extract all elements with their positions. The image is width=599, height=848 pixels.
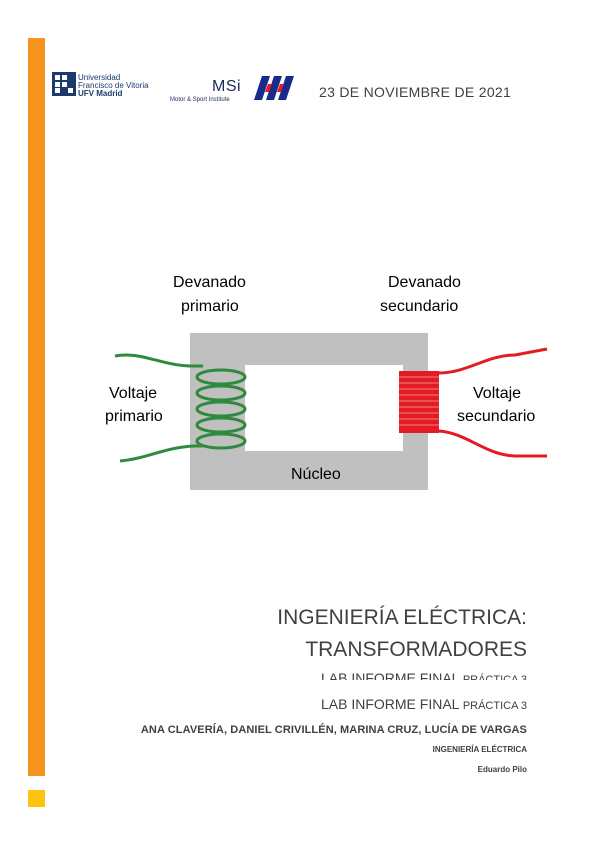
- subtitle-clipped: LAB INFORME FINAL PRÁCTICA 3: [321, 668, 527, 680]
- yellow-accent-square: [28, 790, 45, 807]
- label-voltage-secondary-line1: Voltaje: [473, 385, 521, 402]
- msi-wordmark: MSi: [212, 78, 242, 95]
- label-primary-winding-line2: primario: [181, 298, 239, 315]
- ufv-emblem-icon: [52, 72, 76, 96]
- subtitle: LAB INFORME FINAL PRÁCTICA 3: [321, 694, 527, 716]
- primary-winding: [195, 368, 247, 450]
- secondary-lead-bottom: [438, 429, 547, 458]
- msi-subtitle: Motor & Sport Institute: [170, 97, 230, 103]
- transformer-diagram-svg: Devanado primario Devanado secundario Vo…: [105, 274, 548, 490]
- label-voltage-primary-line1: Voltaje: [109, 385, 157, 402]
- ufv-wordmark: Universidad Francisco de Vitoria UFV Mad…: [78, 74, 149, 98]
- ufv-line-1: Universidad: [78, 73, 121, 82]
- title-line-1: INGENIERÍA ELÉCTRICA:: [277, 606, 527, 629]
- label-secondary-winding-line1: Devanado: [388, 274, 461, 291]
- label-secondary-winding-line2: secundario: [380, 298, 458, 315]
- subtitle-clipped-main: LAB INFORME FINAL: [320, 670, 463, 680]
- ufv-line-3: UFV Madrid: [78, 89, 123, 98]
- instructor-name: Eduardo Pilo: [477, 765, 527, 774]
- transformer-diagram: Devanado primario Devanado secundario Vo…: [95, 243, 561, 503]
- secondary-winding: [399, 371, 439, 433]
- label-primary-winding-line1: Devanado: [173, 274, 246, 291]
- subtitle-clipped-small: PRÁCTICA 3: [462, 674, 527, 680]
- label-voltage-secondary-line2: secundario: [457, 408, 535, 425]
- report-date: 23 DE NOVIEMBRE DE 2021: [319, 84, 512, 100]
- label-voltage-primary-line2: primario: [105, 408, 163, 425]
- subtitle-small: PRÁCTICA 3: [462, 700, 527, 712]
- label-core: Núcleo: [291, 466, 341, 483]
- transformer-core: [190, 333, 428, 490]
- msi-logo: MSi Motor & Sport Institute: [164, 70, 294, 110]
- header-logos: Universidad Francisco de Vitoria UFV Mad…: [52, 70, 294, 110]
- subtitle-main: LAB INFORME FINAL: [320, 696, 463, 712]
- authors-block: ANA CLAVERÍA, DANIEL CRIVILLÉN, MARINA C…: [141, 722, 527, 736]
- organization: INGENIERÍA ELÉCTRICA: [432, 745, 527, 754]
- authors: ANA CLAVERÍA, DANIEL CRIVILLÉN, MARINA C…: [140, 724, 527, 736]
- msi-stripes-icon: [254, 76, 294, 100]
- secondary-lead-top: [438, 347, 548, 375]
- ufv-line-2: Francisco de Vitoria: [78, 81, 149, 90]
- orange-accent-bar: [28, 38, 45, 776]
- ufv-logo: Universidad Francisco de Vitoria UFV Mad…: [52, 72, 162, 104]
- primary-lead-bottom: [119, 444, 203, 463]
- primary-lead-top: [114, 353, 203, 368]
- title-line-2: TRANSFORMADORES: [305, 638, 527, 661]
